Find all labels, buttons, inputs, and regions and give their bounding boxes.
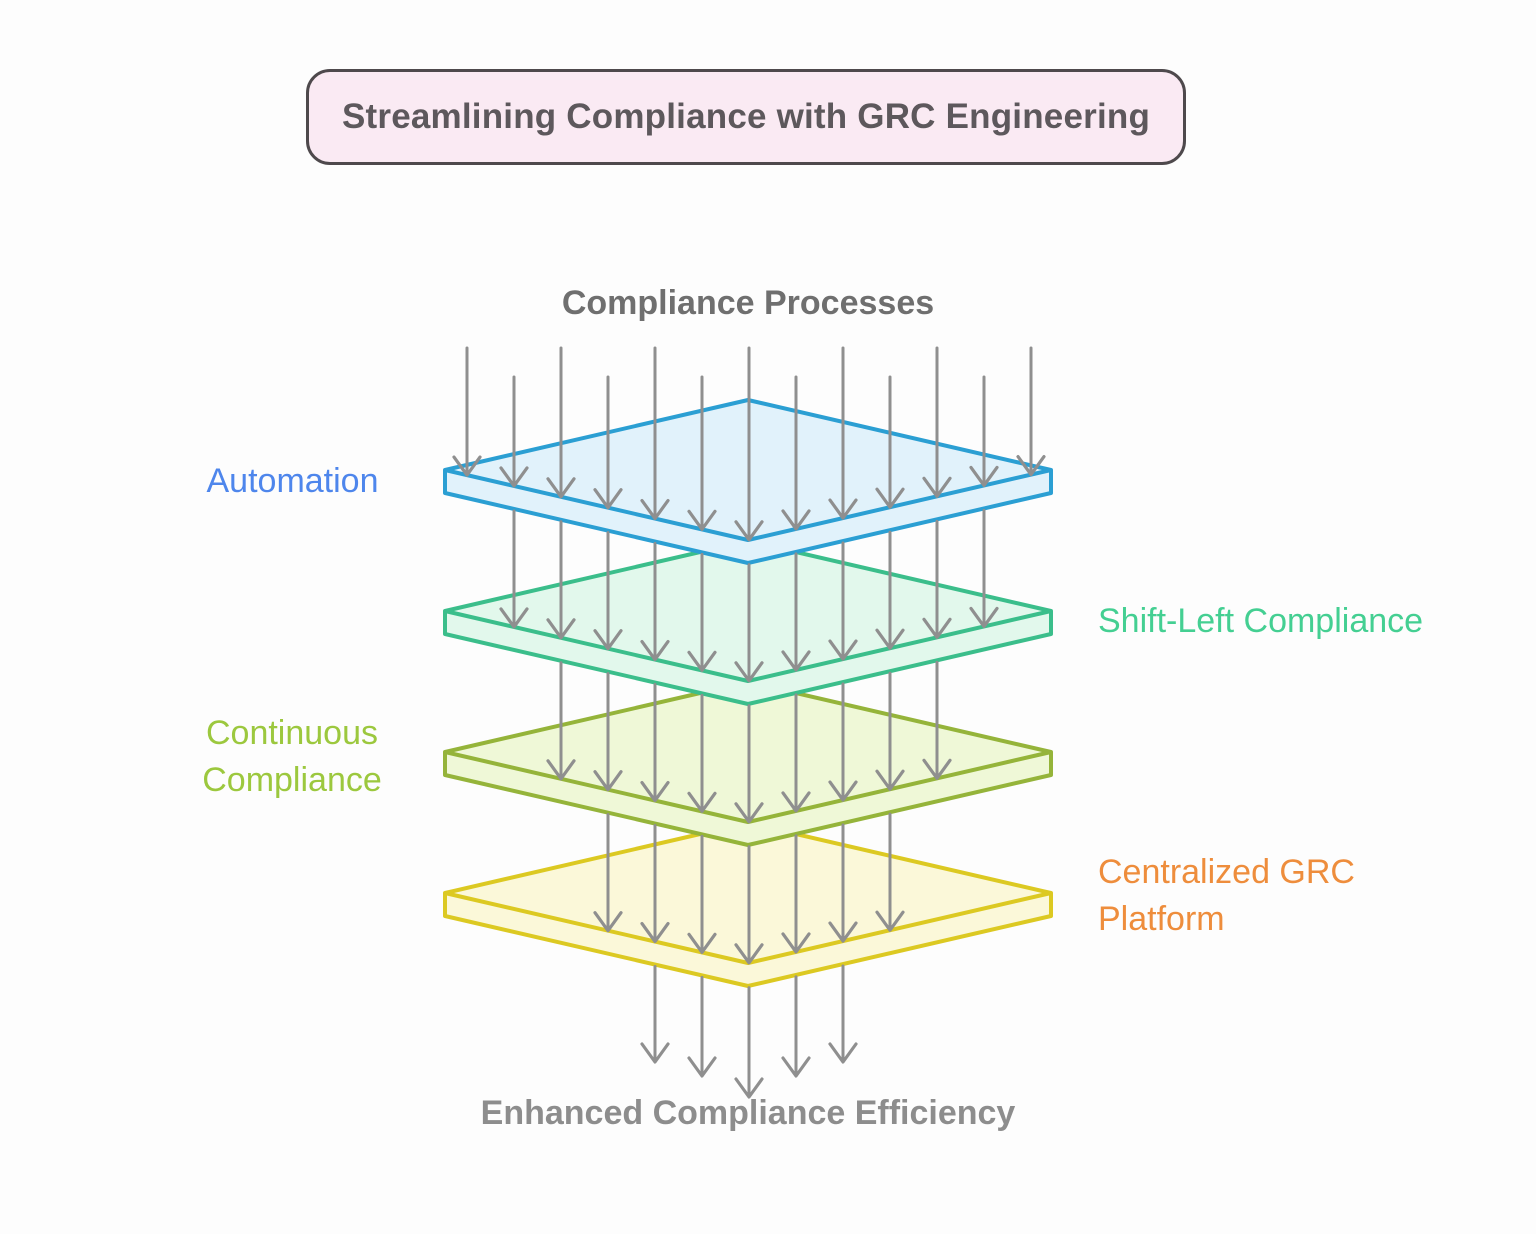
flow-arrow	[828, 541, 858, 661]
layer-label-continuous-compliance: Continuous Compliance	[202, 714, 382, 799]
flow-arrow	[781, 375, 811, 531]
flow-arrows	[452, 346, 1046, 1099]
flow-arrow	[734, 845, 764, 965]
layer-label-centralized-grc-platform: Centralized GRC Platform	[1098, 853, 1355, 938]
flow-arrow	[687, 552, 717, 672]
flow-arrow	[734, 986, 764, 1099]
flow-arrow	[875, 812, 905, 932]
flow-arrow	[452, 346, 482, 477]
flow-arrow	[546, 520, 576, 640]
flow-arrow	[640, 965, 670, 1064]
flow-arrow	[687, 375, 717, 531]
flow-arrow	[687, 834, 717, 954]
flow-arrow	[734, 563, 764, 683]
output-flow-label: Enhanced Compliance Efficiency	[480, 1094, 1016, 1132]
flow-arrow	[546, 661, 576, 781]
flow-arrow	[687, 975, 717, 1078]
flow-arrow	[593, 375, 623, 510]
title-box: Streamlining Compliance with GRC Enginee…	[306, 69, 1186, 165]
flow-arrow	[828, 682, 858, 802]
flow-arrow	[969, 375, 999, 488]
flow-arrow	[875, 530, 905, 650]
flow-arrow	[640, 683, 670, 803]
flow-arrow	[922, 519, 952, 639]
flow-arrow	[875, 671, 905, 791]
flow-arrow	[499, 509, 529, 629]
flow-arrow	[1016, 346, 1046, 477]
flow-arrow	[922, 346, 952, 498]
flow-arrow	[734, 346, 764, 542]
flow-arrow	[593, 672, 623, 792]
flow-arrow	[828, 823, 858, 943]
flow-arrow	[828, 964, 858, 1064]
layer-label-shift-left-compliance: Shift-Left Compliance	[1098, 602, 1424, 640]
flow-arrow	[640, 346, 670, 521]
flow-arrow	[734, 704, 764, 824]
flow-arrow	[781, 552, 811, 672]
flow-arrow	[969, 508, 999, 629]
input-flow-label: Compliance Processes	[561, 284, 935, 322]
flow-arrow	[828, 346, 858, 520]
flow-arrow	[781, 975, 811, 1078]
flow-arrow	[640, 824, 670, 944]
flow-arrow	[781, 693, 811, 813]
flow-arrow	[546, 346, 576, 499]
flow-arrow	[922, 660, 952, 780]
flow-arrow	[640, 542, 670, 662]
title-text: Streamlining Compliance with GRC Enginee…	[341, 97, 1151, 136]
flow-arrow	[781, 834, 811, 954]
flow-arrow	[593, 813, 623, 933]
flow-arrow	[687, 693, 717, 813]
flow-arrow	[875, 375, 905, 509]
flow-arrow	[593, 531, 623, 651]
flow-arrow	[499, 375, 529, 488]
layer-label-automation: Automation	[206, 462, 379, 500]
